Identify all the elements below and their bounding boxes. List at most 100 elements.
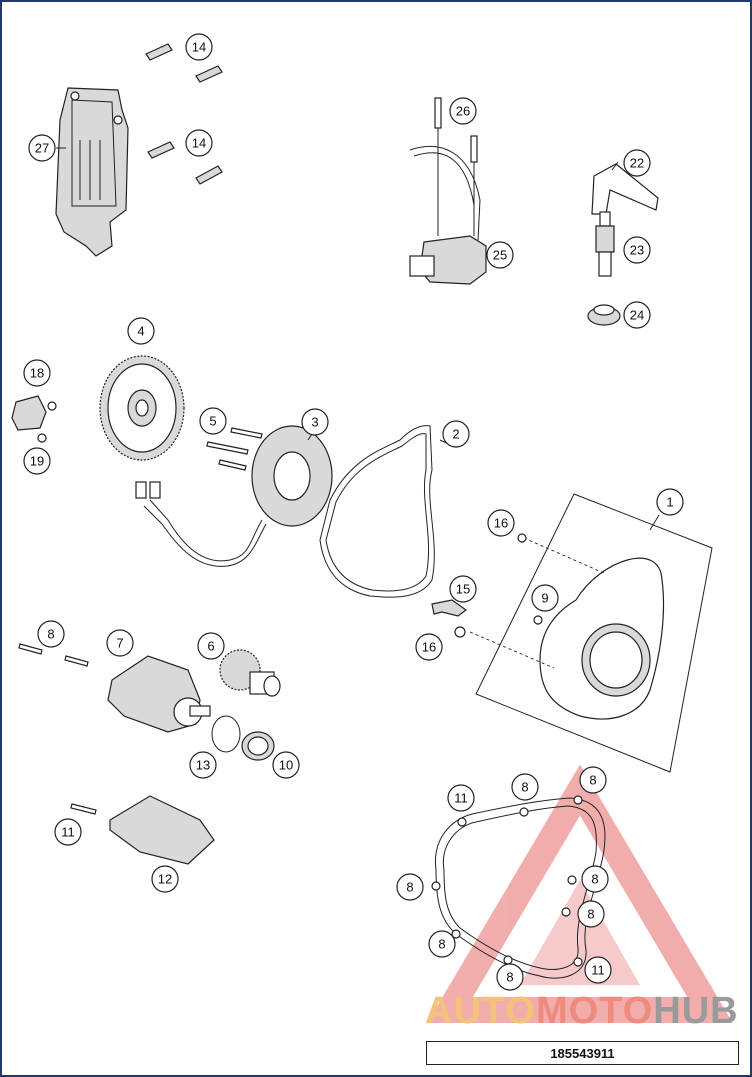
callout-label: 8 bbox=[438, 937, 445, 952]
callout-c16a: 16 bbox=[487, 509, 515, 537]
callout-circle bbox=[415, 633, 443, 661]
document-number: 185543911 bbox=[426, 1041, 739, 1065]
watermark-part2: MOTO bbox=[535, 990, 654, 1032]
callout-circle bbox=[486, 241, 514, 269]
part-11-bolt bbox=[70, 803, 97, 815]
part-3-stator bbox=[135, 425, 333, 567]
callout-label: 26 bbox=[456, 104, 470, 119]
callout-label: 27 bbox=[35, 141, 49, 156]
callout-circle bbox=[151, 865, 179, 893]
callout-c9: 9 bbox=[531, 584, 559, 612]
callout-label: 8 bbox=[506, 970, 513, 985]
callout-circle bbox=[54, 818, 82, 846]
callout-circle bbox=[584, 956, 612, 984]
callout-circle bbox=[487, 509, 515, 537]
callout-circle bbox=[449, 575, 477, 603]
part-5-bolts bbox=[206, 427, 263, 471]
callout-c13: 13 bbox=[189, 751, 217, 779]
callout-circle bbox=[449, 97, 477, 125]
callout-label: 2 bbox=[452, 427, 459, 442]
part-23-spark-plug bbox=[595, 211, 615, 277]
callout-circle bbox=[428, 930, 456, 958]
part-25-ignition-coil bbox=[409, 97, 487, 285]
callout-c8f: 8 bbox=[577, 900, 605, 928]
callout-label: 8 bbox=[521, 780, 528, 795]
callout-circle bbox=[577, 900, 605, 928]
part-13-o-ring bbox=[211, 715, 241, 753]
callout-label: 14 bbox=[192, 136, 206, 151]
callout-c4: 4 bbox=[127, 317, 155, 345]
part-27-control-unit bbox=[55, 87, 129, 257]
callout-label: 22 bbox=[630, 156, 644, 171]
callout-label: 13 bbox=[196, 758, 210, 773]
callout-c22: 22 bbox=[623, 149, 651, 177]
callout-c8a: 8 bbox=[37, 620, 65, 648]
callout-circle bbox=[579, 766, 607, 794]
callout-c8g: 8 bbox=[428, 930, 456, 958]
callout-label: 12 bbox=[158, 872, 172, 887]
callout-c8e: 8 bbox=[581, 865, 609, 893]
part-22-spark-plug-cap bbox=[591, 163, 659, 215]
part-18-sensor bbox=[11, 395, 57, 443]
callout-label: 11 bbox=[454, 791, 468, 806]
callout-c18: 18 bbox=[23, 359, 51, 387]
callout-circle bbox=[127, 317, 155, 345]
callout-c2: 2 bbox=[442, 420, 470, 448]
callout-label: 25 bbox=[493, 248, 507, 263]
callout-circle bbox=[656, 488, 684, 516]
callout-label: 8 bbox=[589, 773, 596, 788]
callout-circle bbox=[396, 873, 424, 901]
callout-c1: 1 bbox=[656, 488, 684, 516]
callout-circle bbox=[37, 620, 65, 648]
callout-c23: 23 bbox=[623, 236, 651, 264]
callout-label: 8 bbox=[587, 907, 594, 922]
callout-c14a: 14 bbox=[185, 33, 213, 61]
callout-label: 10 bbox=[279, 758, 293, 773]
callout-label: 8 bbox=[47, 627, 54, 642]
callout-label: 24 bbox=[630, 308, 644, 323]
part-1-ignition-cover bbox=[454, 493, 713, 773]
part-15-clip bbox=[431, 599, 468, 617]
callout-circle bbox=[511, 773, 539, 801]
callout-circle bbox=[23, 359, 51, 387]
watermark-part3: HUB bbox=[653, 990, 739, 1032]
callout-circle bbox=[189, 751, 217, 779]
callout-circle bbox=[581, 865, 609, 893]
callout-circle bbox=[623, 149, 651, 177]
callout-circle bbox=[199, 407, 227, 435]
callout-label: 7 bbox=[116, 636, 123, 651]
callout-c3: 3 bbox=[301, 408, 329, 436]
callout-label: 11 bbox=[61, 825, 75, 840]
callout-circle bbox=[301, 408, 329, 436]
callout-c11b: 11 bbox=[447, 784, 475, 812]
callout-c27: 27 bbox=[28, 134, 56, 162]
callout-circle bbox=[442, 420, 470, 448]
part-24-washer bbox=[587, 304, 621, 326]
callout-label: 15 bbox=[456, 582, 470, 597]
callout-label: 6 bbox=[207, 639, 214, 654]
callout-circle bbox=[447, 784, 475, 812]
callout-circle bbox=[531, 584, 559, 612]
part-14-screws bbox=[145, 43, 223, 185]
callout-c11a: 11 bbox=[54, 818, 82, 846]
callout-circle bbox=[197, 632, 225, 660]
callout-circle bbox=[23, 447, 51, 475]
callout-label: 19 bbox=[30, 454, 44, 469]
callout-c16b: 16 bbox=[415, 633, 443, 661]
callout-label: 1 bbox=[666, 495, 673, 510]
callout-label: 16 bbox=[422, 640, 436, 655]
callout-circle bbox=[185, 129, 213, 157]
callout-label: 8 bbox=[406, 880, 413, 895]
part-gasket-lower bbox=[431, 795, 606, 979]
callout-c25: 25 bbox=[486, 241, 514, 269]
callout-circle bbox=[185, 33, 213, 61]
callout-circle bbox=[496, 963, 524, 991]
callout-circle bbox=[272, 751, 300, 779]
watermark-part1: AUTO bbox=[425, 990, 536, 1032]
part-2-gasket bbox=[319, 425, 435, 598]
callout-c12: 12 bbox=[151, 865, 179, 893]
callout-label: 3 bbox=[311, 415, 318, 430]
callout-label: 23 bbox=[630, 243, 644, 258]
callout-circle bbox=[623, 301, 651, 329]
